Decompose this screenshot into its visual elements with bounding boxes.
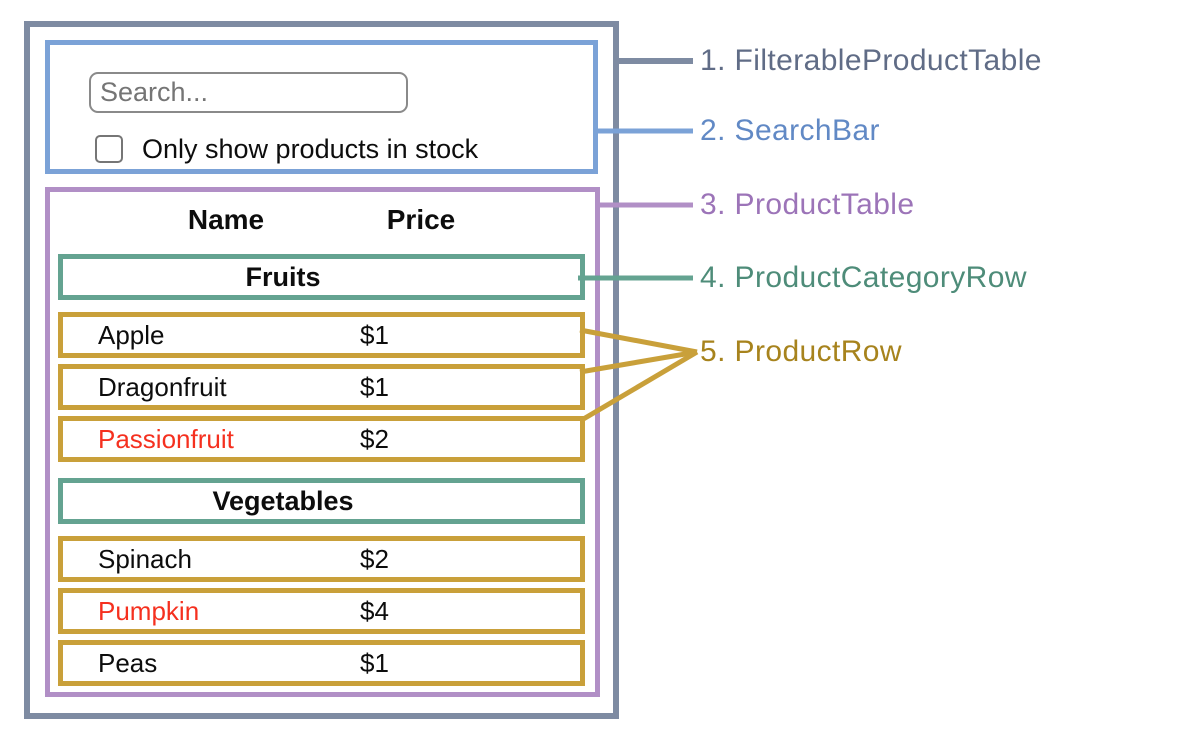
product-price: $2 [360, 423, 389, 454]
search-input[interactable] [89, 72, 408, 113]
product-row: Dragonfruit $1 [58, 364, 585, 410]
legend-filterable-product-table: 1. FilterableProductTable [700, 44, 1042, 77]
price-column-header: Price [386, 204, 456, 235]
product-price: $2 [360, 543, 389, 574]
in-stock-checkbox-label: Only show products in stock [142, 134, 479, 164]
product-name: Spinach [98, 543, 192, 574]
legend-product-category-row: 4. ProductCategoryRow [700, 261, 1027, 294]
product-price: $1 [360, 371, 389, 402]
product-row: Spinach $2 [58, 536, 585, 582]
legend-product-table: 3. ProductTable [700, 188, 915, 221]
product-price: $1 [360, 319, 389, 350]
product-category-row: Fruits [58, 254, 585, 300]
product-row: Passionfruit $2 [58, 416, 585, 462]
name-column-header: Name [187, 204, 265, 235]
in-stock-filter-row: Only show products in stock [95, 135, 478, 163]
filterable-product-table-box: Only show products in stock Name Price F… [24, 21, 619, 719]
category-label: Vegetables [212, 485, 354, 516]
product-name: Pumpkin [98, 595, 200, 626]
product-row: Pumpkin $4 [58, 588, 585, 634]
category-label: Fruits [245, 261, 321, 292]
product-row: Peas $1 [58, 640, 585, 686]
product-name: Passionfruit [98, 423, 234, 454]
search-bar-box: Only show products in stock [45, 40, 598, 174]
legend-search-bar: 2. SearchBar [700, 114, 880, 147]
product-category-row: Vegetables [58, 478, 585, 524]
legend-product-row: 5. ProductRow [700, 335, 902, 368]
in-stock-checkbox[interactable] [95, 135, 123, 163]
product-price: $4 [360, 595, 389, 626]
product-name: Dragonfruit [98, 371, 227, 402]
product-name: Apple [98, 319, 165, 350]
product-row: Apple $1 [58, 312, 585, 358]
product-name: Peas [98, 647, 158, 678]
product-price: $1 [360, 647, 389, 678]
